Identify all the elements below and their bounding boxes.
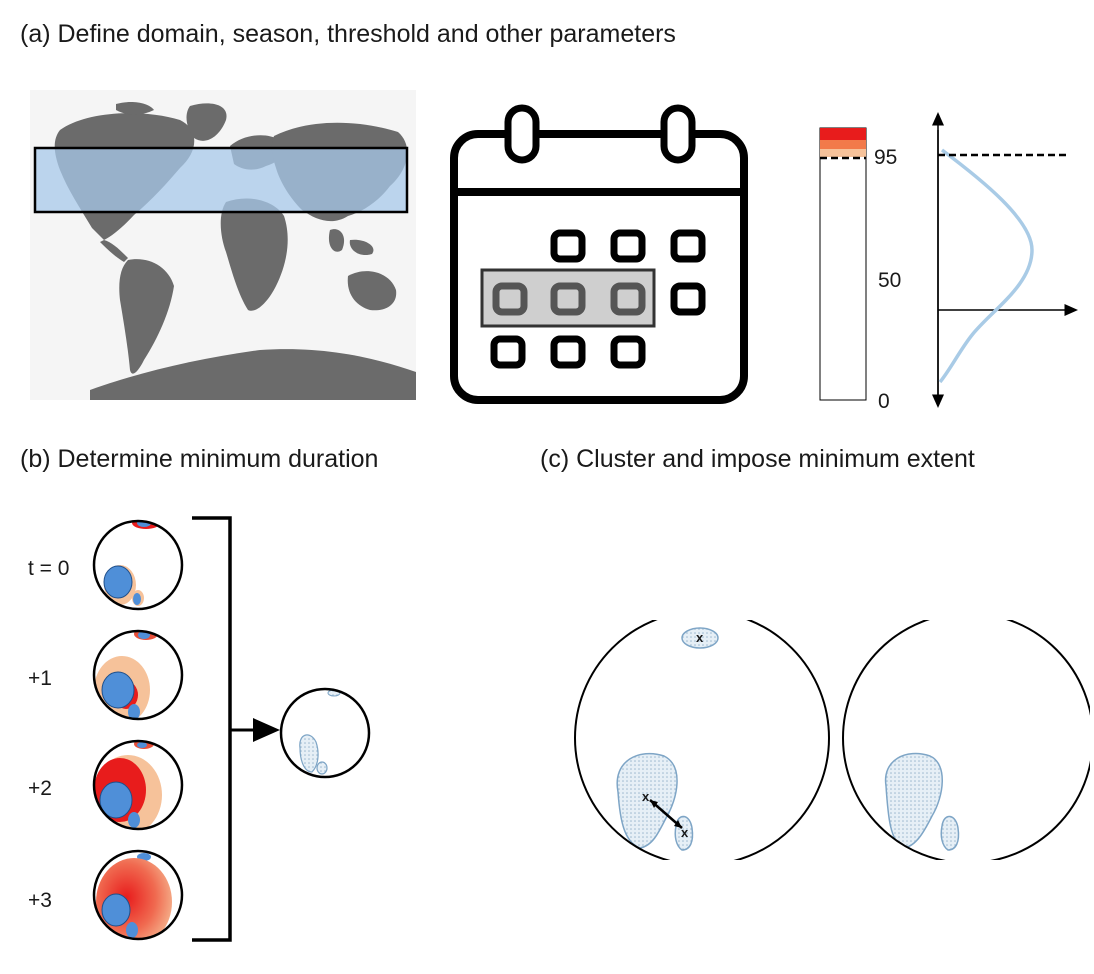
step-label-3: +3 — [28, 889, 52, 912]
extent-blob-small-top — [681, 627, 719, 649]
season-highlight — [480, 268, 656, 328]
percentile-band-mid — [820, 140, 866, 149]
circle-step-1 — [92, 629, 184, 721]
cluster-extent-panel: x x x — [574, 620, 1090, 860]
duration-result-circle — [279, 687, 371, 779]
centroid-marker-top: x — [696, 630, 704, 645]
cluster-arrow-end — [674, 820, 682, 828]
calendar-days — [490, 229, 706, 369]
pdf-curve — [938, 148, 1034, 384]
retained-blob-small — [940, 815, 960, 851]
extent-blob-large — [616, 752, 678, 849]
heading-cluster-extent: (c) Cluster and impose minimum extent — [540, 445, 975, 473]
heading-minimum-duration: (b) Determine minimum duration — [20, 445, 379, 473]
cluster-circle-before: x x x — [574, 620, 830, 860]
circle-step-t0 — [92, 519, 184, 611]
percentile-band-dark — [820, 128, 866, 140]
cluster-circle-after — [842, 620, 1090, 860]
calendar-ring-right — [660, 104, 696, 164]
circle-step-3 — [92, 849, 184, 941]
calendar-season-days — [492, 282, 646, 316]
duration-bracket — [192, 516, 232, 942]
tick-50: 50 — [878, 269, 901, 292]
distribution-plot — [932, 112, 1078, 408]
retained-blob-large — [884, 752, 943, 849]
cluster-arrow-start — [650, 800, 658, 808]
step-label-t0: t = 0 — [28, 557, 69, 580]
duration-labels: t = 0 +1 +2 +3 — [28, 557, 69, 912]
world-map-domain — [30, 90, 416, 400]
calendar-frame — [450, 130, 748, 404]
duration-circles — [92, 519, 184, 941]
circle-step-2 — [92, 739, 184, 831]
domain-box — [33, 146, 409, 214]
duration-result — [192, 516, 371, 942]
centroid-marker-large: x — [642, 789, 650, 804]
percentile-column — [819, 127, 867, 401]
percentile-band-light — [820, 149, 866, 157]
calendar-ring-left — [504, 104, 540, 164]
centroid-marker-small: x — [681, 825, 689, 840]
tick-95: 95 — [874, 146, 897, 169]
calendar-season — [450, 104, 748, 404]
step-label-2: +2 — [28, 777, 52, 800]
percentile-bar: 95 50 0 — [819, 127, 901, 412]
heading-define-parameters: (a) Define domain, season, threshold and… — [20, 20, 676, 48]
tick-0: 0 — [878, 390, 890, 412]
step-label-1: +1 — [28, 667, 52, 690]
